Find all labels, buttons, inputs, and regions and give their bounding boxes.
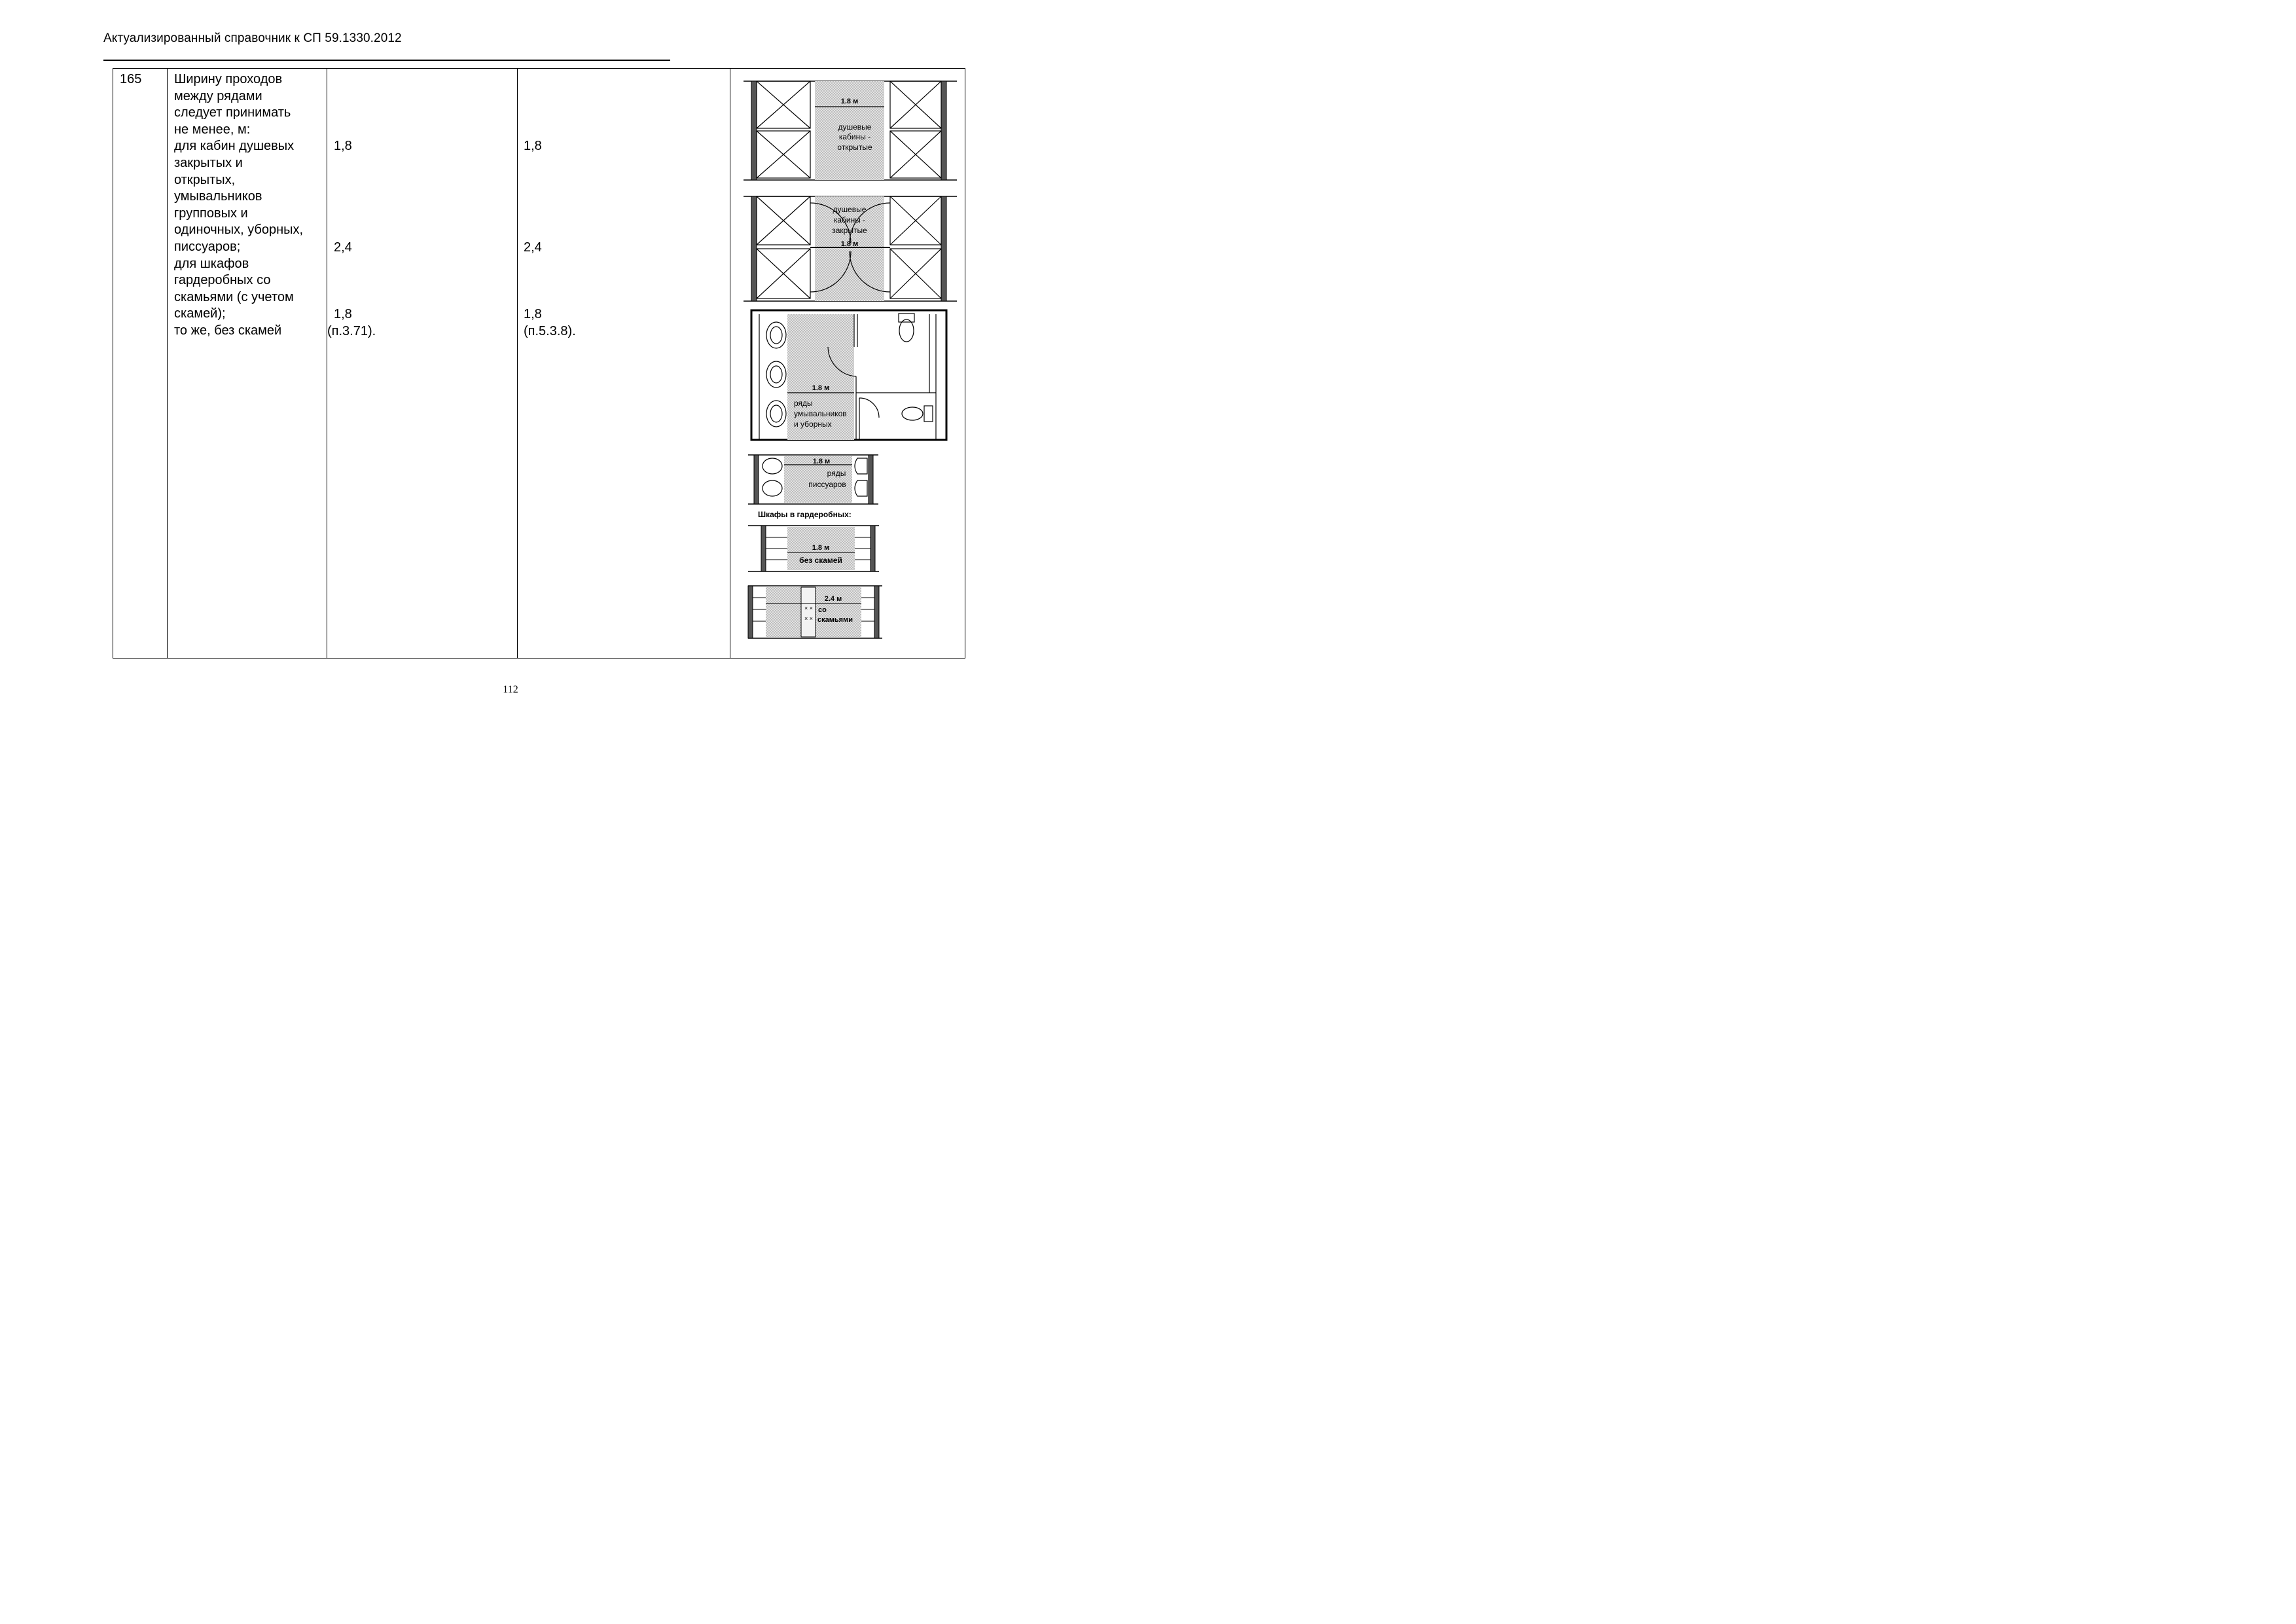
- diagram-label: без скамей: [799, 556, 842, 565]
- dimension-label: 1.8 м: [812, 544, 830, 552]
- closed-showers-plan: душевые кабины - закрытые 1.8 м: [744, 196, 957, 302]
- requirement-text: Ширину проходов между рядами следует прини…: [174, 71, 303, 340]
- page-number: 112: [503, 684, 518, 695]
- lockers-no-benches-plan: 1.8 м без скамей: [748, 525, 879, 572]
- requirement-line: скамьями (с учетом: [174, 289, 294, 304]
- dimension-label: 1.8 м: [841, 240, 859, 248]
- diagram-label: ряды: [794, 399, 813, 408]
- diagram-label: душевые: [838, 122, 872, 132]
- dimension-label: 2.4 м: [825, 595, 842, 603]
- diagram-label: закрытые: [832, 226, 867, 235]
- row-number: 165: [120, 72, 142, 86]
- lockers-benches-plan: × × × × 2.4 м со скамьями: [747, 585, 882, 639]
- dimension-label: 1.8 м: [841, 98, 859, 105]
- old-value-lockers: 1,8: [334, 307, 352, 321]
- diagram-label: открытые: [837, 143, 872, 152]
- washbasins-toilets-plan: 1.8 м ряды умывальников и уборных: [750, 309, 948, 441]
- requirement-line: для шкафов: [174, 256, 249, 271]
- header-rule: [103, 60, 670, 61]
- running-header: Актуализированный справочник к СП 59.133…: [103, 31, 402, 45]
- old-value-showers: 1,8: [334, 139, 352, 153]
- column-divider: [517, 69, 518, 658]
- lockers-title: Шкафы в гардеробных:: [758, 510, 852, 519]
- requirement-line: групповых и: [174, 206, 248, 221]
- dimension-label: 1.8 м: [813, 458, 831, 465]
- diagram-label: душевые: [833, 205, 867, 214]
- diagram-label: и уборных: [794, 420, 832, 429]
- column-divider: [167, 69, 168, 658]
- dimension-label: 1.8 м: [812, 384, 830, 392]
- bench-mark: × ×: [804, 605, 813, 611]
- requirement-line: между рядами: [174, 88, 262, 103]
- old-value-lockers-benches: 2,4: [334, 240, 352, 255]
- new-value-showers: 1,8: [524, 139, 542, 153]
- requirement-line: Ширину проходов: [174, 72, 283, 86]
- diagram-label: со: [818, 606, 827, 614]
- requirement-line: гардеробных со: [174, 273, 271, 288]
- requirement-line: то же, без скамей: [174, 323, 282, 338]
- requirement-line: одиночных, уборных,: [174, 223, 304, 238]
- urinals-plan: 1.8 м ряды писсуаров: [748, 454, 878, 505]
- requirement-line: открытых,: [174, 172, 236, 187]
- diagram-label: скамьями: [817, 616, 853, 624]
- diagram-label: умывальников: [794, 409, 847, 418]
- open-showers-plan: 1.8 м душевые кабины - открытые: [744, 81, 957, 181]
- layout-diagram: 1.8 м душевые кабины - открытые душевые …: [744, 81, 957, 639]
- requirement-line: закрытых и: [174, 155, 243, 170]
- new-value-lockers-benches: 2,4: [524, 240, 542, 255]
- requirement-line: следует принимать: [174, 105, 291, 120]
- new-value-lockers: 1,8: [524, 307, 542, 321]
- bench-mark: × ×: [804, 615, 813, 622]
- diagram-label: ряды: [827, 469, 846, 478]
- old-reference: (п.3.71).: [327, 324, 376, 338]
- requirement-line: скамей);: [174, 306, 226, 321]
- requirement-line: для кабин душевых: [174, 139, 295, 154]
- requirement-line: не менее, м:: [174, 122, 251, 137]
- new-reference: (п.5.3.8).: [524, 324, 576, 338]
- diagram-label: кабины -: [834, 215, 865, 225]
- diagram-label: кабины -: [839, 132, 870, 141]
- requirement-line: писсуаров;: [174, 239, 241, 254]
- requirement-line: умывальников: [174, 189, 262, 204]
- requirements-table: 165 Ширину проходов между рядами следует п…: [113, 68, 965, 659]
- diagram-label: писсуаров: [808, 480, 846, 489]
